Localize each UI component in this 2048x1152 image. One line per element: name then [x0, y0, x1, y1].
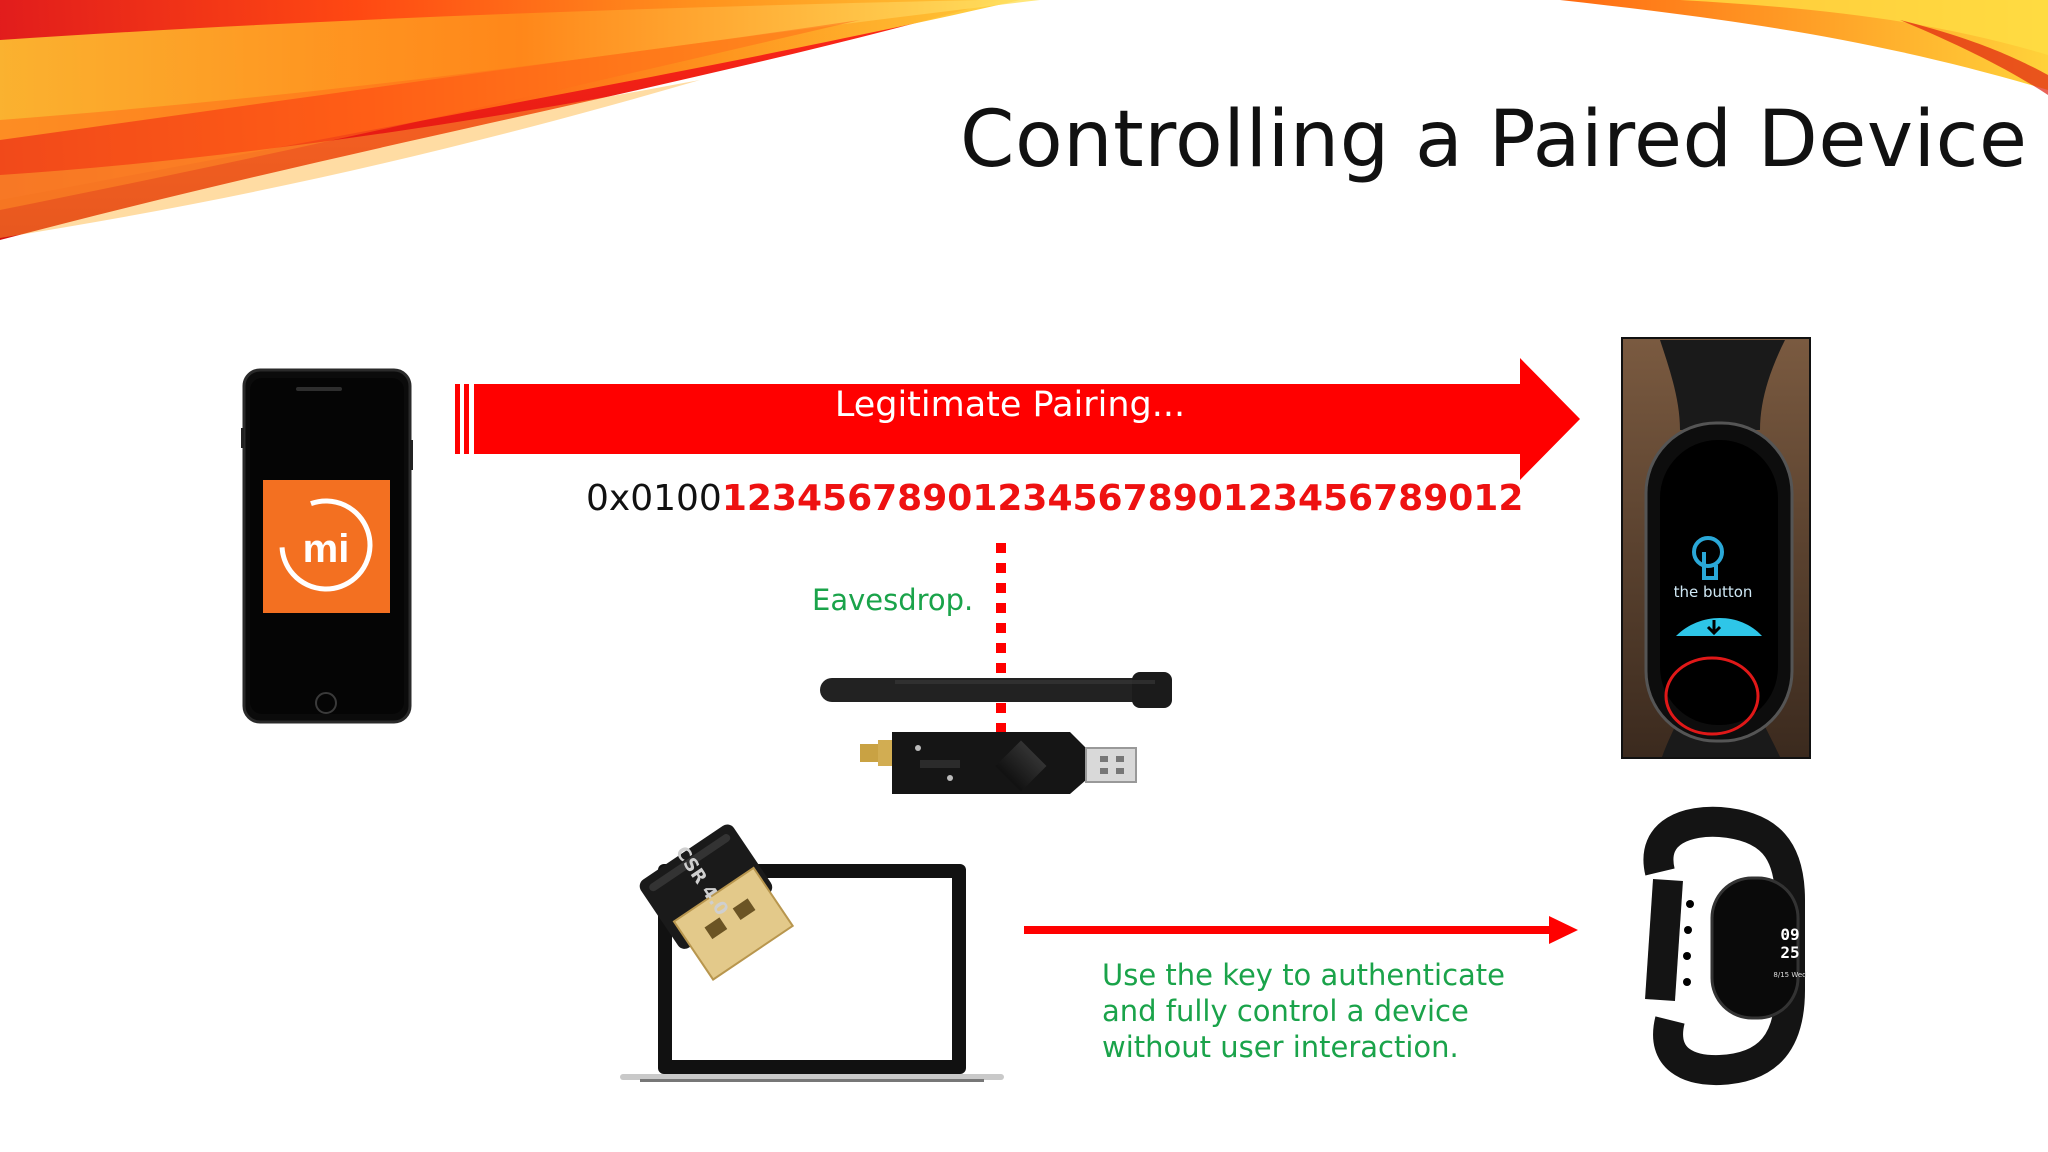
watch-date: 8/15 Wed: [1773, 971, 1806, 979]
slide-title: Controlling a Paired Device: [960, 95, 2028, 185]
band-screen-text: the button: [1674, 583, 1753, 601]
bluetooth-dongle-icon: CSR 4.0: [639, 824, 795, 981]
link-key-line: 0x010012345678901234567890123456789012: [586, 478, 1523, 519]
fitness-band-photo: the button: [1621, 337, 1811, 759]
watch-minute: 25: [1780, 943, 1799, 962]
mi-logo-text: mi: [303, 527, 350, 571]
header-swoosh-decoration: [0, 0, 2048, 240]
smartwatch-icon: 09 25 8/15 Wed: [1643, 806, 1807, 1086]
mi-logo-icon: mi: [263, 480, 390, 613]
eavesdrop-label: Eavesdrop.: [812, 583, 974, 617]
watch-hour: 09: [1780, 925, 1799, 944]
control-line-2: and fully control a device: [1102, 994, 1469, 1028]
sniffer-board-icon: [820, 672, 1172, 794]
link-key-value: 12345678901234567890123456789012: [721, 478, 1524, 519]
pairing-arrow: [455, 358, 1580, 480]
control-line-3: without user interaction.: [1102, 1030, 1459, 1064]
link-key-prefix: 0x0100: [586, 478, 722, 519]
control-arrow: [1024, 916, 1578, 944]
control-description: Use the key to authenticate and fully co…: [1102, 957, 1505, 1065]
control-line-1: Use the key to authenticate: [1102, 958, 1505, 992]
pairing-label: Legitimate Pairing...: [834, 385, 1186, 425]
